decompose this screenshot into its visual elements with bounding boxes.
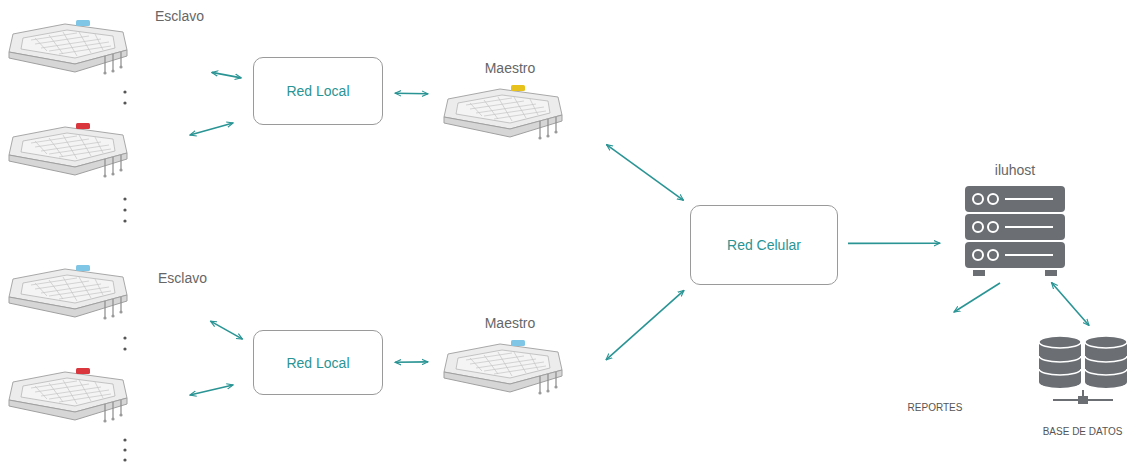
luminaire-icon [5,265,130,323]
connector-arrow [848,242,940,244]
annotation-label: REPORTES [908,402,963,413]
database-node: BASE DE DATOS [1030,330,1135,440]
server-node: iluhost [950,162,1080,278]
cellular-network-box: Red Celular [690,205,838,285]
luminaire-icon [440,340,565,398]
node-label: Maestro [485,60,536,76]
local-network-box: Red Local [253,330,383,395]
node-label: Esclavo [158,270,207,286]
node-label: Maestro [485,315,536,331]
node-label: iluhost [995,162,1035,178]
node-label: Red Local [286,83,349,99]
slave-luminaire: Esclavo [5,5,200,80]
connector-arrow [1052,283,1090,326]
node-label: Red Local [286,355,349,371]
local-network-box: Red Local [253,57,383,125]
slave-luminaire: Esclavo [5,260,200,325]
node-label: Red Celular [727,237,801,253]
connector-arrow [212,72,241,78]
database-icon [1035,334,1131,406]
connector-arrow [211,321,243,339]
connector-arrow [607,145,684,201]
node-label: Esclavo [155,8,204,24]
node-label: BASE DE DATOS [1043,426,1123,437]
server-icon [965,186,1065,278]
connector-arrow [606,290,684,360]
connector-arrow [395,92,428,94]
luminaire-icon [5,20,130,78]
master-luminaire: Maestro [440,60,600,145]
luminaire-icon [440,85,565,143]
master-luminaire: Maestro [440,315,600,400]
connector-arrow [395,361,428,363]
